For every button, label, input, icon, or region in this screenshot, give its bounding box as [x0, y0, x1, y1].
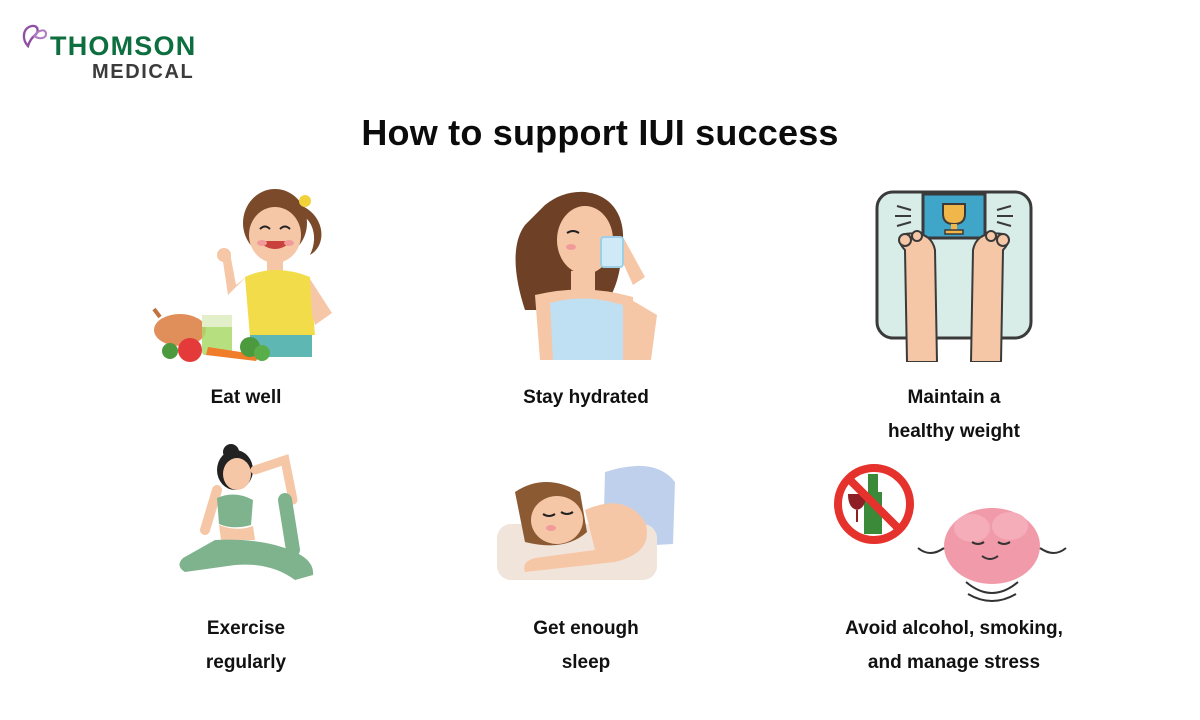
caption-line: Avoid alcohol, smoking, — [845, 618, 1063, 639]
tip-caption-stay-hydrated: Stay hydrated — [436, 381, 736, 415]
caption-line: Stay hydrated — [523, 387, 649, 408]
stay-hydrated-illustration — [515, 191, 657, 360]
caption-line: Get enough — [533, 618, 639, 639]
meditating-brain-icon — [917, 508, 1067, 602]
logo-line-2: MEDICAL — [92, 61, 195, 83]
exercise-illustration — [179, 444, 314, 580]
brand-logo: THOMSON MEDICAL — [20, 22, 220, 84]
sleep-illustration — [497, 465, 675, 580]
tip-caption-avoid: Avoid alcohol, smoking, and manage stres… — [774, 612, 1134, 680]
tip-caption-exercise: Exercise regularly — [96, 612, 396, 680]
avoid-stress-illustration — [834, 464, 1067, 602]
no-alcohol-icon — [834, 464, 914, 544]
caption-line: regularly — [205, 652, 287, 673]
caption-line: Eat well — [210, 387, 282, 408]
caption-line: and manage stress — [867, 652, 1041, 673]
tip-caption-sleep: Get enough sleep — [436, 612, 736, 680]
tip-caption-healthy-weight: Maintain a healthy weight — [804, 381, 1104, 449]
caption-line: healthy weight — [888, 421, 1020, 442]
trophy-icon — [942, 203, 966, 235]
caption-line: Maintain a — [907, 387, 1001, 408]
logo-line-1: THOMSON — [50, 31, 197, 61]
tip-caption-eat-well: Eat well — [96, 381, 396, 415]
healthy-weight-illustration — [875, 190, 1033, 362]
eat-well-illustration — [152, 189, 332, 362]
caption-line: Exercise — [206, 618, 286, 639]
thomson-butterfly-icon — [22, 24, 48, 49]
page-title: How to support IUI success — [361, 112, 839, 153]
caption-line: sleep — [561, 652, 611, 673]
